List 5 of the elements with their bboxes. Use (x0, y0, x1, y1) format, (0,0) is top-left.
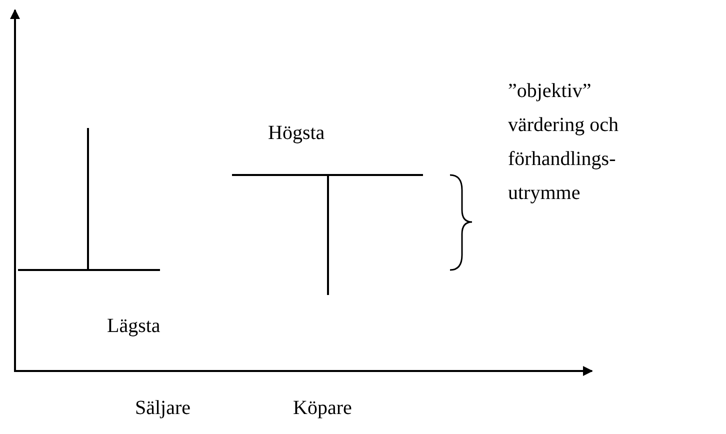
range-label: Lägsta (107, 314, 160, 339)
bracket-note: ”objektiv” värdering och förhandlings-utrymme (508, 79, 620, 206)
range-label: Högsta (268, 121, 325, 146)
axis-label: Säljare (135, 396, 191, 421)
axis-label: Köpare (293, 396, 352, 421)
